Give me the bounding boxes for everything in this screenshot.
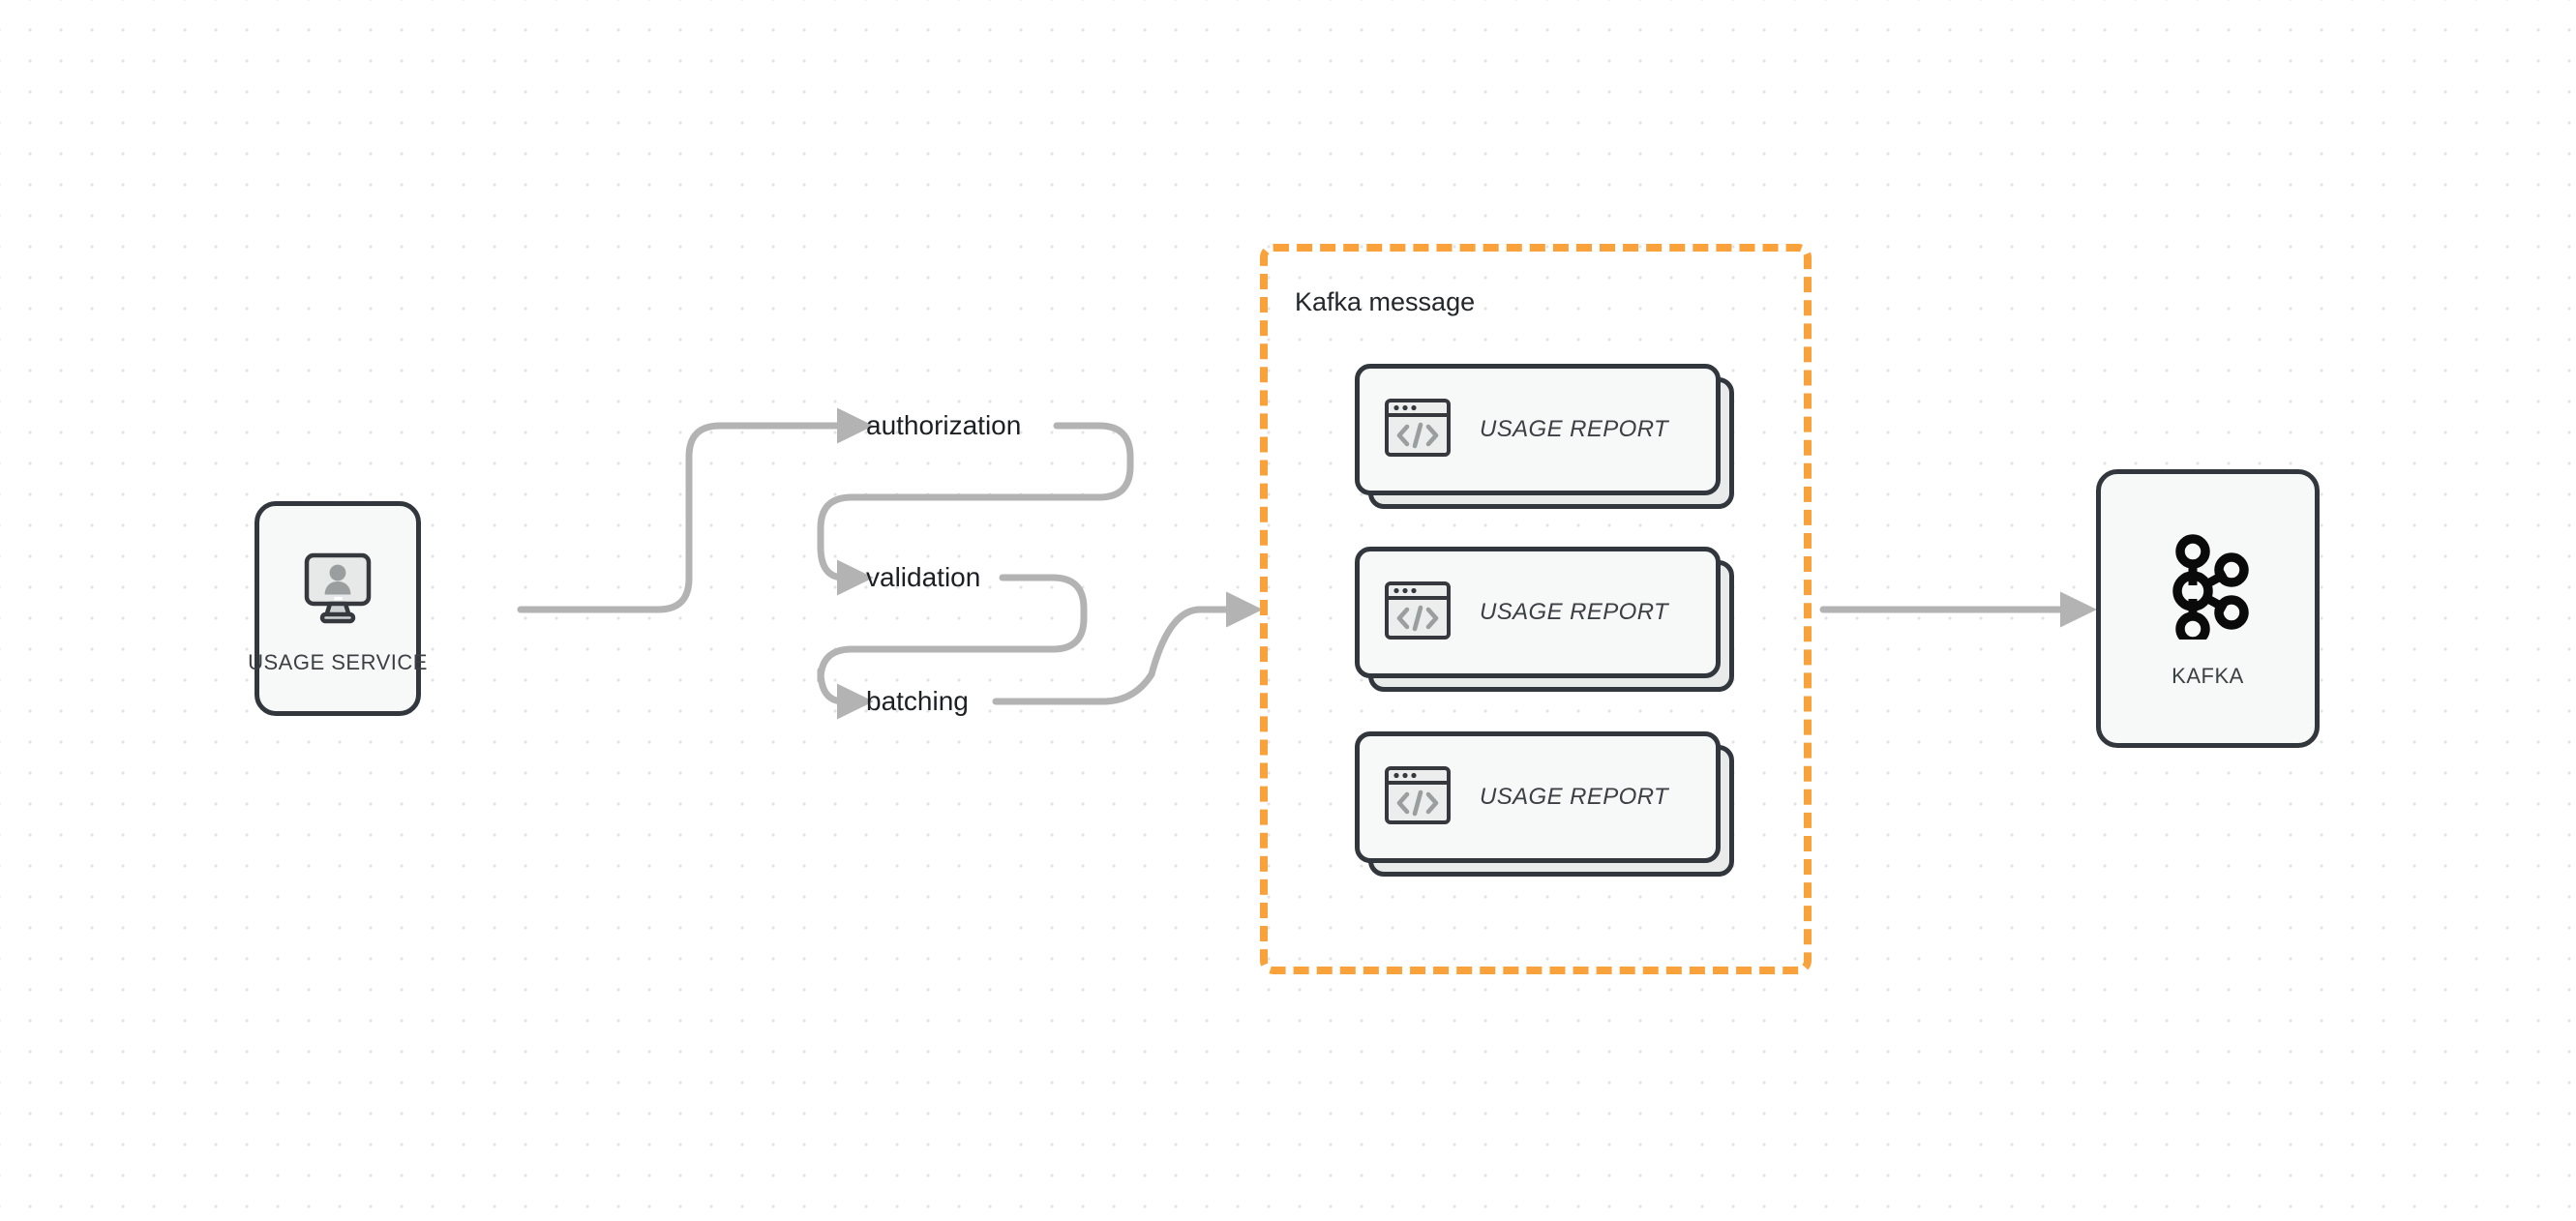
card-front[interactable]: USAGE REPORT	[1355, 547, 1721, 678]
kafka-label: KAFKA	[2172, 663, 2244, 688]
code-window-icon	[1383, 576, 1453, 650]
connector-service-to-authorization	[517, 407, 874, 613]
kafka-message-group-title: Kafka message	[1295, 287, 1476, 316]
flow-step-batching[interactable]: batching	[866, 686, 969, 716]
code-window-icon	[1383, 393, 1453, 467]
node-usage-service[interactable]: USAGE SERVICE	[248, 501, 427, 716]
connector-authorization-to-validation	[817, 422, 1134, 596]
kafka-message-group[interactable]	[1260, 244, 1812, 974]
card-front[interactable]: USAGE REPORT	[1355, 731, 1721, 863]
flow-step-authorization[interactable]: authorization	[866, 410, 1022, 440]
connector-validation-to-batching	[817, 574, 1088, 720]
usage-report-label: USAGE REPORT	[1480, 784, 1669, 810]
kafka-logo-icon	[2158, 529, 2259, 646]
node-kafka[interactable]: KAFKA	[2096, 469, 2320, 748]
usage-report-label: USAGE REPORT	[1480, 416, 1669, 442]
usage-report-card[interactable]: USAGE REPORT	[1355, 547, 1734, 692]
usage-report-card[interactable]: USAGE REPORT	[1355, 364, 1734, 509]
card-front[interactable]: USAGE REPORT	[1355, 364, 1721, 495]
usage-report-label: USAGE REPORT	[1480, 599, 1669, 625]
usage-service-label: USAGE SERVICE	[248, 649, 428, 674]
connector-batching-to-kafka-message	[992, 591, 1263, 705]
flow-step-validation[interactable]: validation	[866, 562, 981, 592]
monitor-user-icon	[293, 543, 382, 637]
usage-report-card[interactable]: USAGE REPORT	[1355, 731, 1734, 877]
code-window-icon	[1383, 760, 1453, 835]
